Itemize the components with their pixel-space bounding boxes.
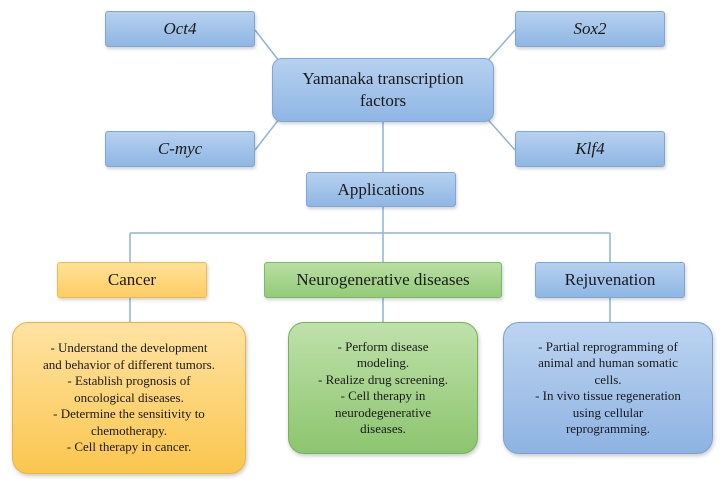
hub-title-line2: factors (359, 91, 407, 110)
rejuvenation-item-line: cells. (594, 371, 622, 387)
neuro-item-line: - Realize drug screening. (318, 371, 448, 387)
cancer-header-box: Cancer (57, 262, 207, 298)
cancer-title: Cancer (107, 270, 157, 289)
cancer-item-line: - Cell therapy in cancer. (66, 439, 192, 455)
oct4-label: Oct4 (163, 19, 197, 38)
neuro-item-line: neurodegenerative (334, 404, 431, 420)
rejuvenation-item-line: - In vivo tissue regeneration (535, 388, 681, 403)
applications-box: Applications (306, 172, 456, 207)
rejuvenation-header-box: Rejuvenation (535, 262, 685, 298)
sox2-box: Sox2 (515, 11, 665, 47)
rejuvenation-item-line: animal and human somatic (538, 355, 678, 370)
sox2-label: Sox2 (573, 19, 607, 38)
cancer-item-line: - Understand the development (50, 340, 208, 356)
rejuvenation-item-line: - Partial reprogramming of (538, 338, 678, 354)
neuro-title: Neurogenerative diseases (296, 270, 470, 289)
hub-title-line1: Yamanaka transcription (302, 69, 464, 88)
cancer-card: - Understand the development and behavio… (12, 322, 246, 474)
neuro-item-line: - Perform disease (337, 338, 429, 354)
rejuvenation-card: - Partial reprogramming of animal and hu… (503, 322, 713, 454)
cancer-item-line: oncological diseases. (74, 389, 184, 405)
neuro-header-box: Neurogenerative diseases (264, 262, 502, 298)
neuro-item-line: diseases. (360, 421, 406, 436)
neuro-item-line: - Cell therapy in (340, 388, 426, 403)
cancer-item-line: and behavior of different tumors. (43, 356, 215, 372)
oct4-box: Oct4 (105, 11, 255, 47)
rejuvenation-title: Rejuvenation (564, 270, 656, 289)
cmyc-box: C-myc (105, 131, 255, 167)
rejuvenation-item-line: using cellular (572, 404, 644, 420)
neuro-card: - Perform disease modeling. - Realize dr… (288, 322, 478, 454)
yamanaka-hub-box: Yamanaka transcription factors (272, 58, 494, 122)
klf4-box: Klf4 (515, 131, 665, 167)
rejuvenation-item-line: reprogramming. (565, 421, 651, 436)
cancer-item-line: - Determine the sensitivity to (53, 406, 205, 422)
cancer-item-line: - Establish prognosis of (67, 373, 191, 389)
applications-label: Applications (337, 179, 425, 199)
cmyc-label: C-myc (157, 139, 203, 158)
cancer-item-line: chemotherapy. (90, 422, 168, 438)
neuro-item-line: modeling. (356, 355, 410, 370)
klf4-label: Klf4 (575, 139, 605, 158)
